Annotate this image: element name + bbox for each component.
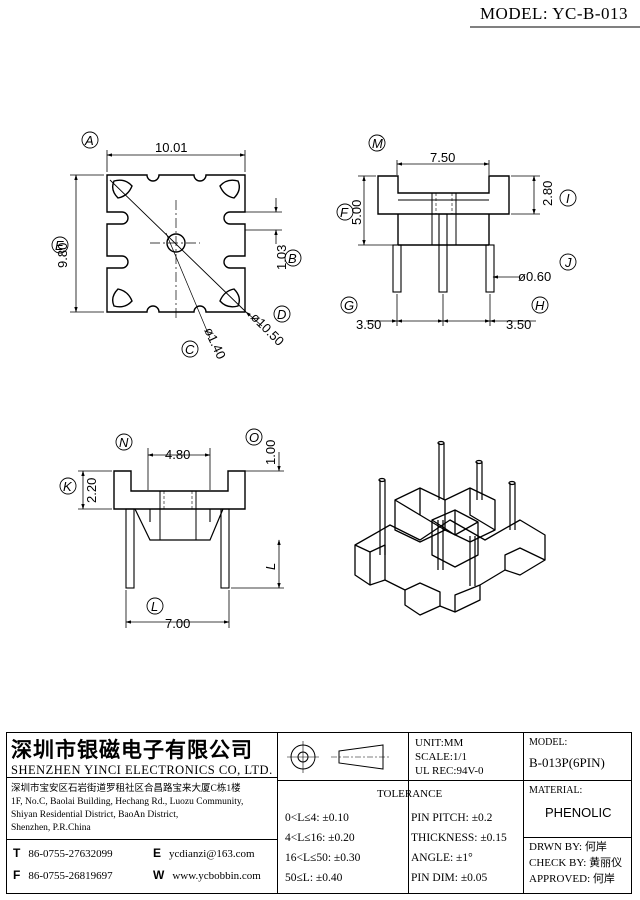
tolerance-row: PIN DIM: ±0.05 — [411, 872, 488, 884]
label-e: E — [55, 238, 64, 253]
address-line: Shenzhen, P.R.China — [11, 823, 91, 833]
side-dim-pitch-left: 3.50 — [356, 317, 381, 332]
side-dim-height: 5.00 — [349, 200, 364, 225]
front-dim-top: 1.00 — [263, 440, 278, 465]
projection-symbol — [287, 741, 389, 773]
side-dim-pin: ø0.60 — [518, 269, 551, 284]
email-label: E — [153, 846, 162, 860]
iso-base — [354, 519, 546, 616]
label-g: G — [344, 298, 354, 313]
isometric-view — [354, 440, 546, 616]
phone-label: T — [13, 846, 21, 860]
tolerance-row: THICKNESS: ±0.15 — [411, 832, 507, 844]
web-address: www.ycbobbin.com — [172, 870, 261, 882]
drawn-by: DRWN BY: 何岸 — [529, 841, 607, 853]
corner-lobe-bl — [111, 288, 133, 308]
tolerance-row: 50≤L: ±0.40 — [285, 872, 343, 884]
label-k: K — [63, 479, 73, 494]
web-label: W — [153, 868, 165, 882]
label-h: H — [535, 298, 545, 313]
scale: SCALE:1/1 — [415, 751, 467, 763]
top-dim-hole: ø1.40 — [201, 325, 229, 361]
pin-left — [392, 244, 402, 293]
technical-drawing: 10.01 9.80 1.03 ø1.40 ø10.50 A E B C D — [51, 26, 640, 631]
top-dim-height: 9.80 — [55, 243, 70, 268]
phone-number: 86-0755-27632099 — [28, 848, 113, 860]
center-hole — [166, 233, 186, 253]
label-i: I — [566, 191, 570, 206]
label-l: L — [151, 599, 158, 614]
top-dim-width: 10.01 — [155, 140, 188, 155]
company-address: 深圳市宝安区石岩街道罗租社区合昌路宝来大厦C栋1楼 1F, No.C, Baol… — [11, 783, 273, 835]
side-dim-flange: 2.80 — [540, 181, 555, 206]
tolerance-row: ANGLE: ±1° — [411, 852, 473, 864]
address-line: 1F, No.C, Baolai Building, Hechang Rd., … — [11, 797, 244, 807]
side-dim-pitch-right: 3.50 — [506, 317, 531, 332]
material-label: MATERIAL: — [529, 785, 583, 796]
model-value: B-013P(6PIN) — [529, 755, 605, 770]
label-m: M — [372, 136, 383, 151]
side-dim-width: 7.50 — [430, 150, 455, 165]
pin-middle — [438, 213, 448, 293]
check-by: CHECK BY: 黄丽仪 — [529, 857, 623, 869]
company-name-cn: 深圳市银磁电子有限公司 — [11, 737, 253, 762]
iso-core-right — [444, 487, 496, 543]
label-b: B — [288, 251, 297, 266]
label-f: F — [340, 205, 349, 220]
label-n: N — [119, 435, 129, 450]
pin-right — [485, 244, 495, 293]
model-title: MODEL: YC-B-013 — [479, 4, 628, 23]
front-dim-flange: 2.20 — [84, 478, 99, 503]
unit: UNIT:MM — [415, 737, 464, 749]
approved-by: APPROVED: 何岸 — [529, 873, 615, 885]
ul-rec: UL REC:94V-0 — [415, 765, 484, 777]
phone-row: T 86-0755-27632099 — [13, 846, 113, 862]
front-pin-right — [220, 508, 230, 589]
front-dim-span: 7.00 — [165, 616, 190, 631]
company-name-en: SHENZHEN YINCI ELECTRONICS CO, LTD. — [11, 763, 273, 777]
address-line: 深圳市宝安区石岩街道罗租社区合昌路宝来大厦C栋1楼 — [11, 784, 241, 794]
fax-number: 86-0755-26819697 — [28, 870, 113, 882]
corner-lobe-br — [219, 288, 241, 308]
label-c: C — [185, 342, 195, 357]
front-pin-left — [125, 508, 135, 589]
label-j: J — [564, 255, 572, 270]
tolerance-row: 16<L≤50: ±0.30 — [285, 852, 361, 864]
side-view — [336, 134, 577, 326]
label-a: A — [84, 133, 94, 148]
fax-row: F 86-0755-26819697 — [13, 868, 113, 884]
tolerance-title: TOLERANCE — [377, 788, 443, 800]
title-block: 深圳市银磁电子有限公司 SHENZHEN YINCI ELECTRONICS C… — [6, 732, 632, 894]
label-o: O — [249, 430, 259, 445]
front-dim-pin-length: L — [263, 563, 278, 570]
front-view — [59, 428, 284, 628]
address-line: Shiyan Residential District, BaoAn Distr… — [11, 810, 179, 820]
email-address: ycdianzi@163.com — [169, 848, 255, 860]
material-value: PHENOLIC — [545, 805, 612, 820]
corner-lobe-tl — [111, 179, 133, 199]
model-label: MODEL: — [529, 737, 568, 748]
top-view — [51, 131, 302, 358]
front-dim-inner: 4.80 — [165, 447, 190, 462]
label-d: D — [277, 307, 286, 322]
tolerance-row: 4<L≤16: ±0.20 — [285, 832, 355, 844]
side-view-body — [377, 175, 510, 215]
top-dim-slot: 1.03 — [274, 245, 289, 270]
fax-label: F — [13, 868, 21, 882]
front-view-body — [113, 470, 246, 510]
tolerance-row: PIN PITCH: ±0.2 — [411, 812, 493, 824]
top-view-outline — [106, 174, 246, 313]
corner-lobe-tr — [219, 179, 241, 199]
tolerance-row: 0<L≤4: ±0.10 — [285, 812, 349, 824]
